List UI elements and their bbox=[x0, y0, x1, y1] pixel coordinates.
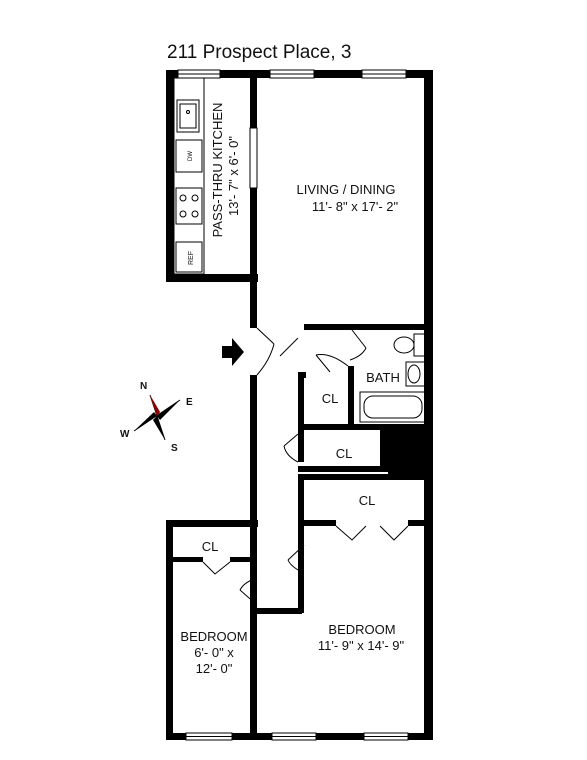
compass-east-label: E bbox=[186, 397, 193, 408]
bath-name: BATH bbox=[366, 370, 400, 385]
living-dims: 11'- 8" x 17'- 2" bbox=[312, 199, 399, 214]
closet-bedroom-small-name: CL bbox=[202, 539, 219, 554]
walls bbox=[166, 70, 433, 740]
compass-west-label: W bbox=[120, 429, 130, 440]
closet-bedroom-large-name: CL bbox=[359, 493, 376, 508]
living-name: LIVING / DINING bbox=[297, 182, 396, 197]
closet-hall-name: CL bbox=[336, 446, 353, 461]
bedroom-large-name: BEDROOM bbox=[328, 622, 395, 637]
doors bbox=[202, 327, 409, 606]
kitchen-name: PASS-THRU KITCHEN bbox=[210, 103, 225, 238]
compass-north-label: N bbox=[140, 381, 147, 392]
bath-fixtures bbox=[359, 333, 427, 423]
entry-arrow-icon bbox=[222, 338, 244, 366]
compass-south-label: S bbox=[171, 443, 178, 454]
bedroom-small-dims-line1: 6'- 0" x bbox=[194, 645, 234, 660]
compass-icon bbox=[133, 394, 181, 441]
kitchen-dims: 13'- 7" x 6'- 0" bbox=[226, 136, 241, 216]
kitchen-fixtures bbox=[173, 77, 258, 275]
bedroom-small-dims-line2: 12'- 0" bbox=[196, 661, 233, 676]
bedroom-large-dims: 11'- 9" x 14'- 9" bbox=[318, 638, 405, 653]
dishwasher-label: DW bbox=[188, 151, 194, 161]
plan-title: 211 Prospect Place, 3 bbox=[167, 42, 351, 63]
bedroom-small-name: BEDROOM bbox=[180, 629, 247, 644]
windows bbox=[177, 69, 409, 741]
refrigerator-label: REF bbox=[188, 251, 195, 265]
closet-bath-name: CL bbox=[322, 391, 339, 406]
